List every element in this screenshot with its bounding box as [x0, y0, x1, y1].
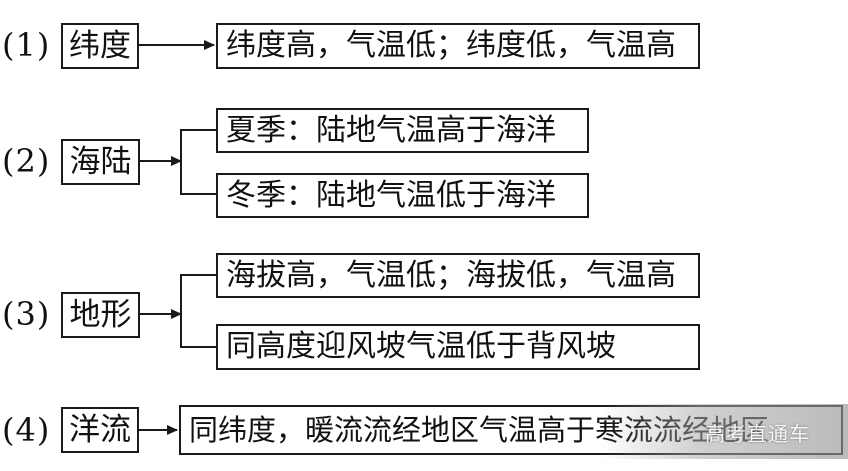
- category-box-land-sea: 海陆: [61, 139, 140, 185]
- row-number: (3): [2, 295, 51, 333]
- outcome-box: 纬度高，气温低；纬度低，气温高: [216, 23, 700, 69]
- row-number: (1): [2, 26, 51, 64]
- watermark-fade: [600, 404, 848, 459]
- category-box-terrain: 地形: [61, 292, 140, 338]
- outcome-box: 同高度迎风坡气温低于背风坡: [216, 324, 700, 370]
- row-number: (4): [2, 411, 51, 449]
- bracket-row-2: [180, 129, 217, 195]
- outcome-box: 海拔高，气温低；海拔低，气温高: [216, 253, 700, 298]
- category-box-latitude: 纬度: [61, 23, 139, 69]
- bracket-row-3: [180, 274, 217, 348]
- watermark-text: 高考直通车: [705, 422, 810, 446]
- outcome-box: 冬季：陆地气温低于海洋: [216, 173, 589, 218]
- category-box-ocean-current: 洋流: [61, 407, 139, 453]
- row-number: (2): [2, 142, 51, 180]
- outcome-box: 夏季：陆地气温高于海洋: [216, 108, 589, 153]
